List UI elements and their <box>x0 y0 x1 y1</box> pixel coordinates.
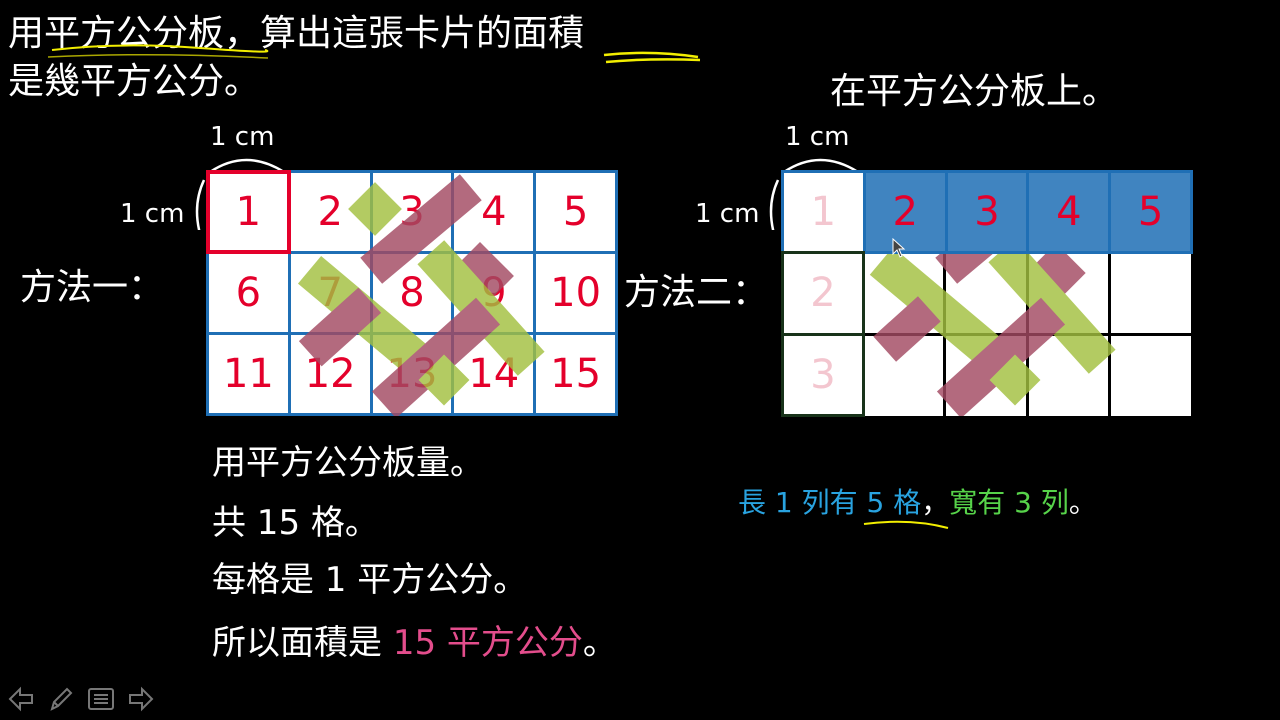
grid-cell-12: 12 <box>290 335 370 413</box>
board-cell <box>946 336 1026 416</box>
row-cell-1: 1 <box>784 173 863 251</box>
cell-number: 2 <box>810 270 836 317</box>
cell-number: 9 <box>481 270 507 316</box>
board-cell <box>1111 336 1191 416</box>
note-width: 寬有 3 列 <box>949 486 1069 519</box>
grid-cell-2: 2 <box>290 173 370 251</box>
cell-number: 6 <box>235 270 262 316</box>
row-cell-4: 4 <box>1029 173 1109 251</box>
cell-number: 2 <box>892 189 918 235</box>
note-separator: ， <box>921 486 950 519</box>
grid-cell-11: 11 <box>209 335 288 413</box>
cell-number: 14 <box>468 351 520 397</box>
column-cell-2: 2 <box>784 254 862 333</box>
step-4-prefix: 所以面積是 <box>212 623 393 663</box>
step-4-suffix: 。 <box>582 623 617 663</box>
cell-number: 13 <box>386 351 438 397</box>
question-line-2: 是幾平方公分。 <box>8 61 261 102</box>
grid-cell-6: 6 <box>209 254 288 332</box>
method1-unit-left: 1 cm <box>120 199 185 229</box>
cell-number: 10 <box>550 270 602 316</box>
cell-number: 4 <box>1056 189 1082 235</box>
grid-cell-5: 5 <box>536 173 615 251</box>
method2-length-row: 1 2 3 4 5 <box>781 170 1193 254</box>
step-2: 共 15 格。 <box>212 503 379 543</box>
cell-number: 7 <box>317 270 343 316</box>
cell-number: 8 <box>399 270 425 316</box>
grid-cell-15: 15 <box>536 335 615 413</box>
grid-cell-3: 3 <box>372 173 452 251</box>
arrow-right-icon[interactable] <box>126 684 156 714</box>
board-cell <box>863 336 944 416</box>
step-3: 每格是 1 平方公分。 <box>212 560 528 600</box>
method2-note: 長 1 列有 5 格，寬有 3 列。 <box>738 489 1097 517</box>
cell-number: 4 <box>481 189 507 235</box>
cell-number: 1 <box>810 189 837 235</box>
cell-number: 11 <box>222 351 274 397</box>
grid-cell-4: 4 <box>454 173 534 251</box>
method1-label: 方法一： <box>20 267 165 308</box>
cell-number: 5 <box>1137 189 1164 235</box>
pen-icon[interactable] <box>46 684 76 714</box>
menu-icon[interactable] <box>86 684 116 714</box>
board-cell <box>1028 253 1109 333</box>
step-1: 用平方公分板量。 <box>212 443 484 483</box>
instruction-right: 在平方公分板上。 <box>830 71 1119 112</box>
board-cell <box>1028 336 1109 416</box>
cell-number: 15 <box>550 351 602 397</box>
cell-number: 5 <box>562 189 589 235</box>
grid-cell-13: 13 <box>372 335 452 413</box>
cell-number: 2 <box>317 189 343 235</box>
cell-number: 3 <box>810 351 836 398</box>
method2-unit-top: 1 cm <box>785 122 850 152</box>
grid-cell-9: 9 <box>454 254 534 332</box>
question-line-1: 用平方公分板，算出這張卡片的面積 <box>8 13 585 54</box>
grid-cell-7: 7 <box>290 254 370 332</box>
board-cell <box>1111 253 1191 333</box>
answer-value: 15 平方公分 <box>392 623 583 663</box>
row-cell-3: 3 <box>947 173 1027 251</box>
method1-unit-top: 1 cm <box>210 122 275 152</box>
grid-cell-1: 1 <box>206 170 291 254</box>
row-cell-2: 2 <box>865 173 945 251</box>
cell-number: 12 <box>304 351 356 397</box>
board-cell <box>863 253 944 333</box>
board-cell <box>946 253 1026 333</box>
note-length: 長 1 列有 5 格 <box>738 486 922 519</box>
method2-unit-left: 1 cm <box>695 199 760 229</box>
cell-number: 3 <box>974 189 1000 235</box>
note-end: 。 <box>1068 486 1097 519</box>
grid-cell-14: 14 <box>454 335 534 413</box>
method2-label: 方法二： <box>624 272 769 313</box>
column-cell-3: 3 <box>784 335 862 414</box>
cell-number: 3 <box>399 189 425 235</box>
step-4: 所以面積是 15 平方公分。 <box>212 626 617 660</box>
row-cell-5: 5 <box>1111 173 1190 251</box>
grid-cell-8: 8 <box>372 254 452 332</box>
arrow-left-icon[interactable] <box>6 684 36 714</box>
cell-number: 1 <box>235 189 262 235</box>
grid-cell-10: 10 <box>536 254 615 332</box>
